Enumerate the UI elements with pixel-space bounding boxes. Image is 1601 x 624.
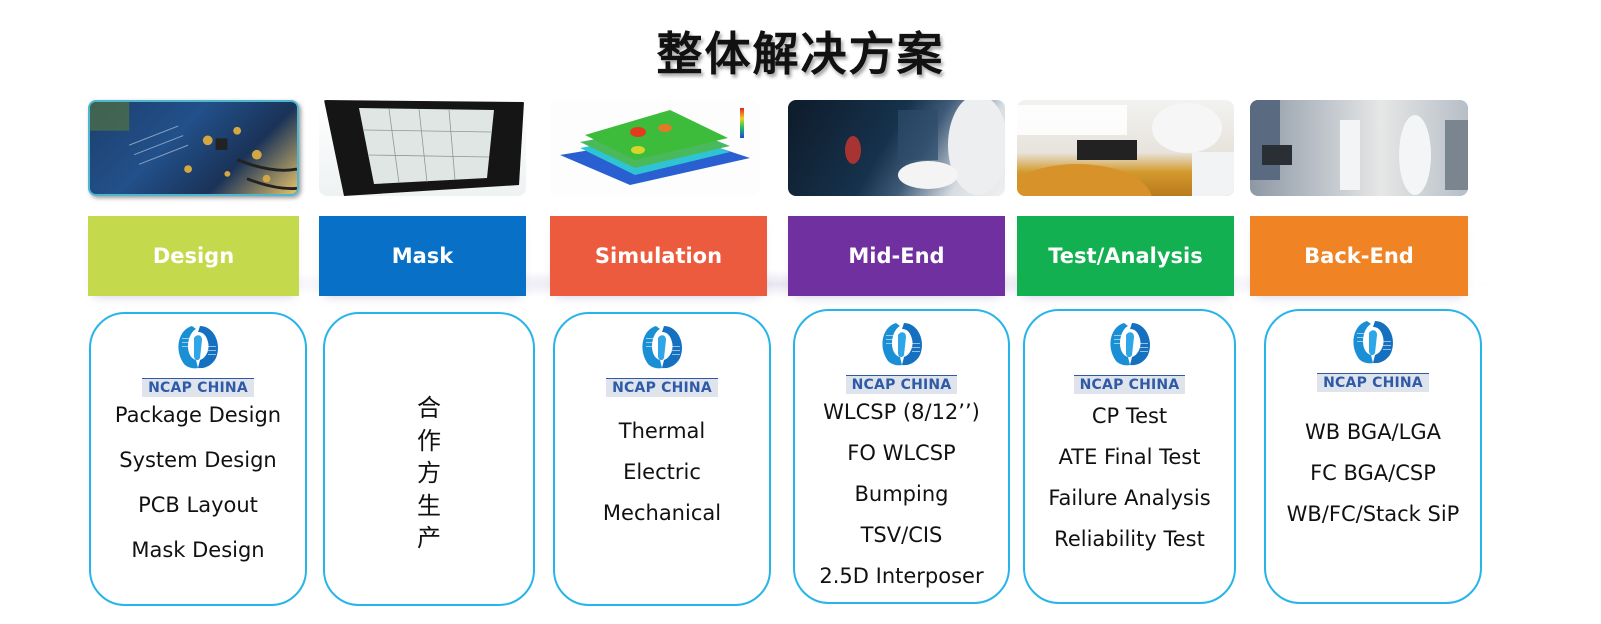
ncap-china-logo: NCAP CHINA — [606, 324, 718, 397]
thermal-simulation-image — [550, 100, 760, 196]
assembly-line-photo — [1250, 100, 1468, 196]
ncap-china-logo: NCAP CHINA — [1317, 319, 1429, 392]
stage-label-back-end: Back-End — [1250, 216, 1468, 296]
ncap-logo-icon — [1106, 321, 1154, 367]
list-item: FC BGA/CSP — [1310, 461, 1436, 485]
ncap-china-logo: NCAP CHINA — [1073, 321, 1186, 394]
vertical-char: 产 — [417, 524, 441, 552]
logo-text: NCAP CHINA — [1073, 375, 1186, 394]
ncap-logo-icon — [174, 324, 222, 370]
ncap-logo-icon — [1349, 319, 1397, 365]
stage-label-test-analysis: Test/Analysis — [1017, 216, 1234, 296]
logo-text: NCAP CHINA — [1317, 373, 1429, 392]
list-item: 2.5D Interposer — [819, 564, 984, 588]
service-list: Package Design System Design PCB Layout … — [115, 393, 281, 573]
pcb-board-photo — [88, 100, 299, 196]
stage-label-mask: Mask — [319, 216, 526, 296]
list-item: Mask Design — [131, 538, 265, 562]
service-list: WLCSP (8/12’’) FO WLCSP Bumping TSV/CIS … — [819, 392, 983, 597]
list-item: CP Test — [1091, 404, 1168, 428]
card-mid-end: NCAP CHINA WLCSP (8/12’’) FO WLCSP Bumpi… — [793, 309, 1010, 604]
list-item: Package Design — [114, 403, 282, 427]
vertical-char: 方 — [417, 459, 441, 487]
list-item: System Design — [119, 448, 277, 472]
list-item: Mechanical — [602, 501, 722, 525]
ncap-china-logo: NCAP CHINA — [845, 321, 958, 394]
list-item: Failure Analysis — [1048, 486, 1211, 510]
list-item: WB BGA/LGA — [1305, 420, 1441, 444]
list-item: Reliability Test — [1054, 527, 1205, 551]
service-list: WB BGA/LGA FC BGA/CSP WB/FC/Stack SiP — [1287, 412, 1460, 535]
ncap-logo-icon — [638, 324, 686, 370]
vertical-text: 合 作 方 生 产 — [417, 392, 441, 555]
card-mask: 合 作 方 生 产 — [323, 312, 535, 606]
stage-label-simulation: Simulation — [550, 216, 767, 296]
page-title: 整体解决方案 — [656, 27, 945, 81]
photomask-photo — [319, 100, 526, 196]
logo-text: NCAP CHINA — [606, 378, 718, 397]
card-design: NCAP CHINA Package Design System Design … — [89, 312, 307, 606]
list-item: FO WLCSP — [847, 441, 956, 465]
logo-text: NCAP CHINA — [142, 378, 254, 397]
card-test-analysis: NCAP CHINA CP Test ATE Final Test Failur… — [1023, 309, 1236, 604]
stage-label-design: Design — [88, 216, 299, 296]
service-list: CP Test ATE Final Test Failure Analysis … — [1048, 396, 1210, 560]
list-item: Thermal — [618, 419, 706, 443]
card-simulation: NCAP CHINA Thermal Electric Mechanical — [553, 312, 771, 606]
stage-label-mid-end: Mid-End — [788, 216, 1005, 296]
list-item: WLCSP (8/12’’) — [823, 400, 980, 424]
cleanroom-mid-end-photo — [788, 100, 1005, 196]
service-list: Thermal Electric Mechanical — [603, 411, 721, 534]
list-item: Bumping — [854, 482, 949, 506]
ncap-logo-icon — [878, 321, 926, 367]
list-item: WB/FC/Stack SiP — [1286, 502, 1460, 526]
card-back-end: NCAP CHINA WB BGA/LGA FC BGA/CSP WB/FC/S… — [1264, 309, 1482, 604]
ncap-china-logo: NCAP CHINA — [142, 324, 254, 397]
logo-text: NCAP CHINA — [845, 375, 958, 394]
list-item: PCB Layout — [138, 493, 258, 517]
list-item: ATE Final Test — [1058, 445, 1201, 469]
list-item: TSV/CIS — [860, 523, 943, 547]
wafer-test-photo — [1017, 100, 1234, 196]
vertical-char: 作 — [417, 426, 441, 455]
list-item: Electric — [623, 460, 701, 484]
vertical-char: 生 — [417, 491, 441, 520]
vertical-char: 合 — [417, 394, 441, 422]
